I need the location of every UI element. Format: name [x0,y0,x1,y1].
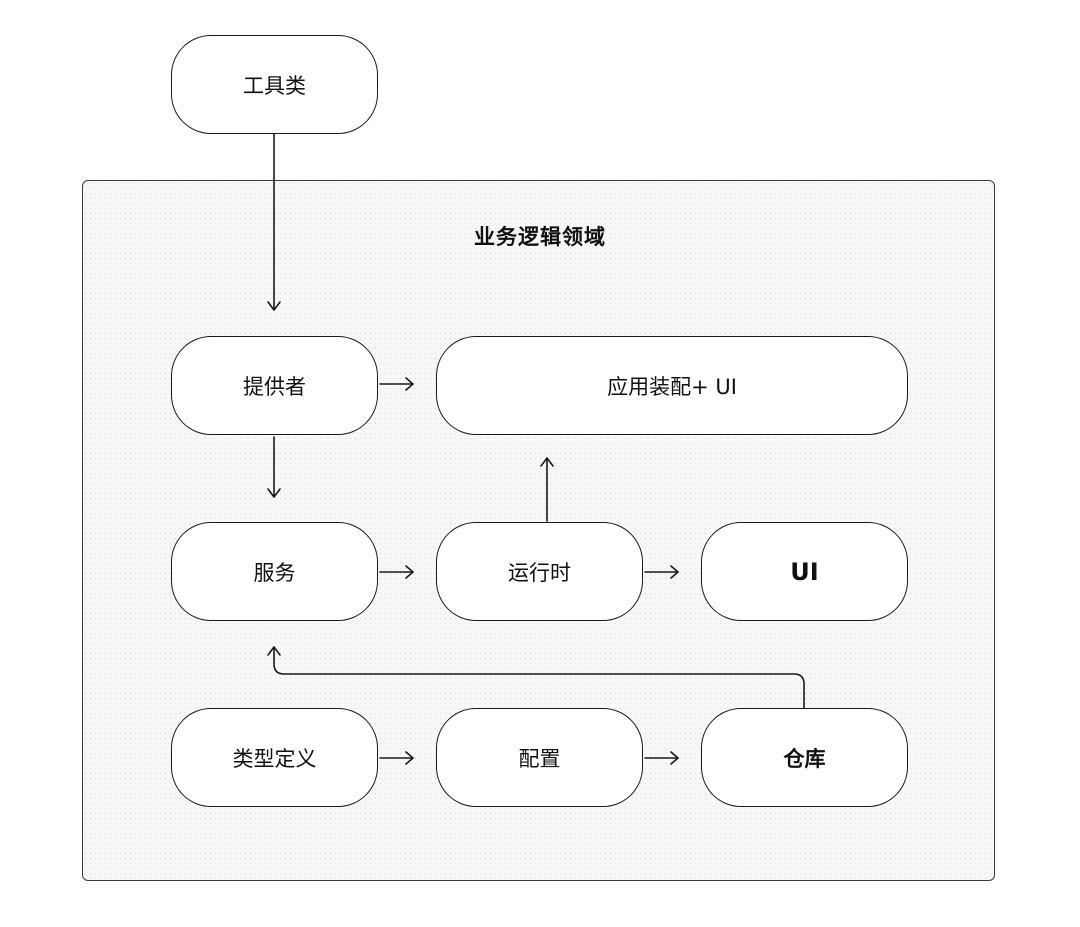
node-provider-label: 提供者 [243,374,306,399]
node-app-assembly: 应用装配+ UI [436,336,908,435]
node-type-definition-label: 类型定义 [232,746,317,771]
node-config-label: 配置 [518,746,561,771]
node-type-definition: 类型定义 [171,708,378,807]
node-tools: 工具类 [171,35,378,134]
node-ui: UI [701,522,908,621]
node-runtime: 运行时 [436,522,643,621]
node-ui-label: UI [790,557,819,586]
node-service-label: 服务 [253,560,296,585]
node-repository-label: 仓库 [783,746,826,771]
node-tools-label: 工具类 [243,73,306,98]
node-app-assembly-label: 应用装配+ UI [607,374,737,399]
node-runtime-label: 运行时 [508,560,571,585]
node-repository: 仓库 [701,708,908,807]
node-provider: 提供者 [171,336,378,435]
domain-title: 业务逻辑领域 [474,225,606,249]
node-service: 服务 [171,522,378,621]
node-config: 配置 [436,708,643,807]
